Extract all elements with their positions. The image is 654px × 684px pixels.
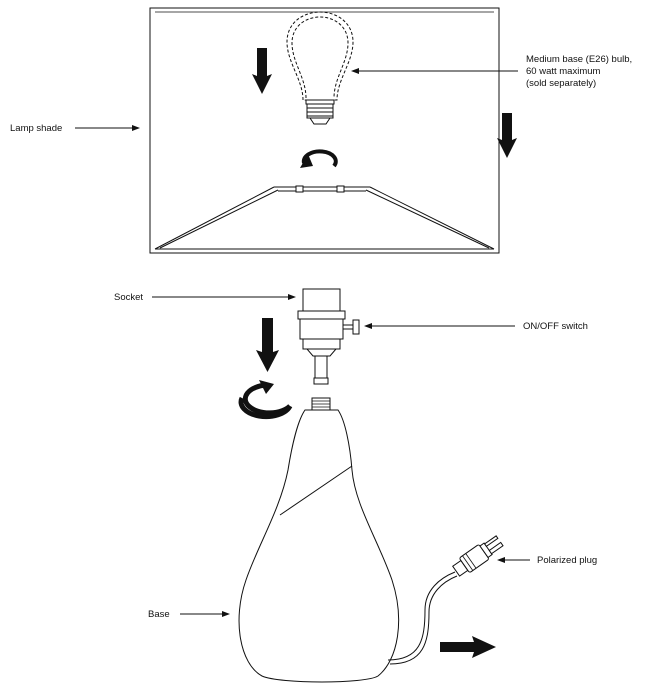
rotate-clockwise-icon <box>300 149 338 168</box>
arrow-down-icon <box>256 318 279 372</box>
power-cord <box>387 571 458 665</box>
socket <box>297 288 360 385</box>
leader-line <box>351 68 518 74</box>
socket-label: Socket <box>114 292 143 303</box>
arrow-down-icon <box>497 113 517 158</box>
bulb <box>286 11 354 125</box>
arrow-right-icon <box>440 636 496 658</box>
polarized-plug <box>452 535 504 577</box>
lamp-shade <box>149 7 500 254</box>
arrow-down-icon <box>252 48 272 94</box>
lamp-shade-label: Lamp shade <box>10 123 62 134</box>
leader-line <box>497 557 530 563</box>
leader-line <box>152 294 296 300</box>
leader-line <box>180 611 230 617</box>
switch-label: ON/OFF switch <box>523 321 588 332</box>
leader-line <box>75 125 140 131</box>
rotate-clockwise-icon <box>238 380 293 420</box>
plug-label: Polarized plug <box>537 555 597 566</box>
base-label: Base <box>148 609 170 620</box>
bulb-label-line2: 60 watt maximum <box>526 66 601 77</box>
base <box>238 397 400 683</box>
leader-line <box>364 323 515 329</box>
bulb-label-line3: (sold separately) <box>526 78 596 89</box>
bulb-label-line1: Medium base (E26) bulb, <box>526 54 632 65</box>
